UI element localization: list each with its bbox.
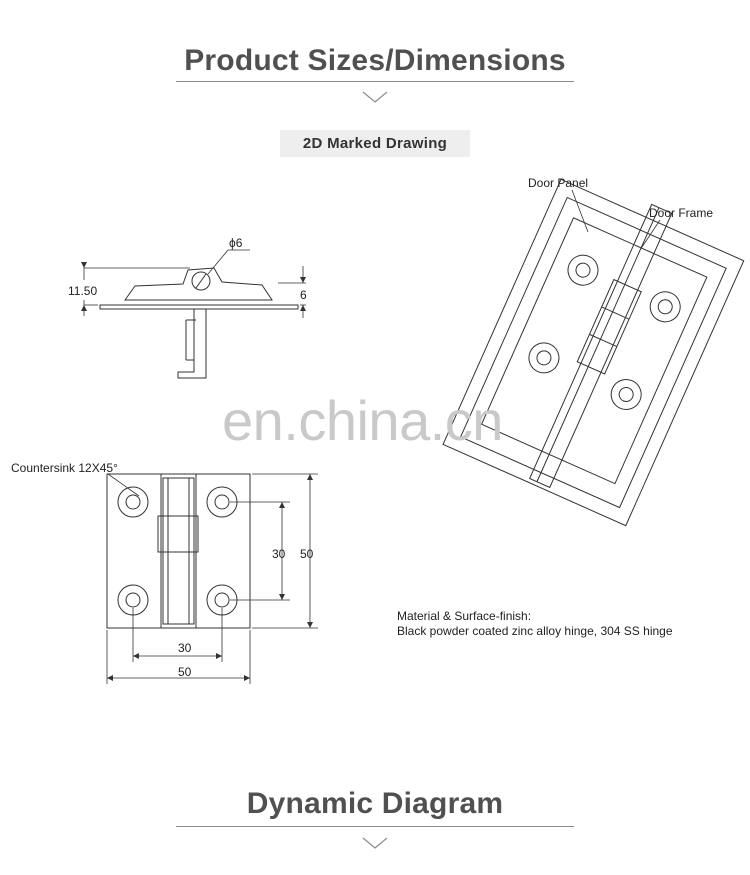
front-view <box>106 473 318 684</box>
dim-side-height: 11.50 <box>68 284 98 298</box>
material-title: Material & Surface-finish: <box>397 609 532 623</box>
chevron-down-icon <box>362 837 388 849</box>
dim-overall-width: 50 <box>178 665 192 679</box>
watermark: en.china.cn <box>222 389 503 452</box>
drawing-type-badge: 2D Marked Drawing <box>280 130 470 157</box>
side-profile-view <box>81 249 306 379</box>
material-note: Material & Surface-finish: Black powder … <box>397 609 673 639</box>
title-underline-top <box>176 81 574 82</box>
isometric-view <box>442 178 745 527</box>
title-underline-bottom <box>176 826 574 827</box>
countersink-label: Countersink 12X45° <box>11 461 118 475</box>
chevron-down-icon <box>362 91 388 103</box>
section-title-dynamic: Dynamic Diagram <box>246 787 504 820</box>
dim-hole-horizontal: 30 <box>178 641 192 655</box>
diameter-label: ϕ6 <box>229 236 243 250</box>
material-description: Black powder coated zinc alloy hinge, 30… <box>397 624 673 638</box>
door-panel-label: Door Panel <box>528 176 589 190</box>
dim-side-thickness: 6 <box>300 288 307 302</box>
section-title-sizes: Product Sizes/Dimensions <box>184 44 566 77</box>
dim-hole-vertical: 30 <box>272 547 286 561</box>
dim-overall-height: 50 <box>300 547 314 561</box>
door-frame-label: Door Frame <box>649 206 714 220</box>
